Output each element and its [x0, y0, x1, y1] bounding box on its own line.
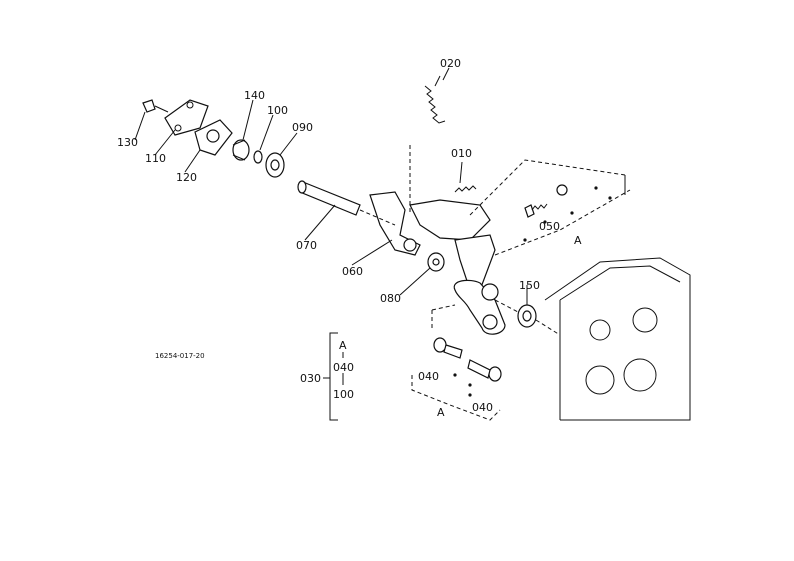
legend-item-100: 100: [333, 388, 354, 401]
legend-group-label: 030: [300, 372, 321, 385]
oil-seal-140: [232, 139, 250, 161]
dashed-callout-right: [469, 159, 631, 256]
label-060: 060: [342, 265, 363, 278]
spring-020: [424, 75, 446, 124]
label-050: 050: [539, 220, 560, 233]
legend-bracket: [323, 332, 344, 421]
label-040-left: 040: [418, 370, 439, 383]
label-130: 130: [117, 136, 138, 149]
label-a-right: A: [574, 234, 582, 247]
label-040-right: 040: [472, 401, 493, 414]
governor-lever-assembly: [409, 145, 506, 335]
label-100: 100: [267, 104, 288, 117]
drawing-number: 16254-017-20: [155, 352, 205, 360]
label-a-bottom: A: [437, 406, 445, 419]
pin-040-left: [433, 337, 463, 359]
legend-item-040: 040: [333, 361, 354, 374]
bolt-130: [142, 99, 169, 113]
label-080: 080: [380, 292, 401, 305]
lever-060: [369, 191, 421, 256]
leader-lines: [134, 67, 528, 305]
label-150: 150: [519, 279, 540, 292]
label-110: 110: [145, 152, 166, 165]
shaft-070: [297, 180, 396, 226]
spring-010: [454, 161, 477, 193]
snap-ring-100: [253, 150, 263, 164]
label-140: 140: [244, 89, 265, 102]
label-120: 120: [176, 171, 197, 184]
label-090: 090: [292, 121, 313, 134]
dashed-callout-bottom: [411, 304, 501, 421]
label-010: 010: [451, 147, 472, 160]
label-020: 020: [440, 57, 461, 70]
bearing-090: [265, 152, 285, 178]
pin-040-right: [467, 359, 502, 382]
bearing-150: [494, 299, 561, 336]
gasket-120: [194, 119, 233, 156]
spring-050: [524, 184, 568, 218]
label-070: 070: [296, 239, 317, 252]
engine-block-outline: [544, 257, 691, 421]
washer-080: [427, 252, 445, 272]
legend-item-a: A: [339, 339, 347, 352]
